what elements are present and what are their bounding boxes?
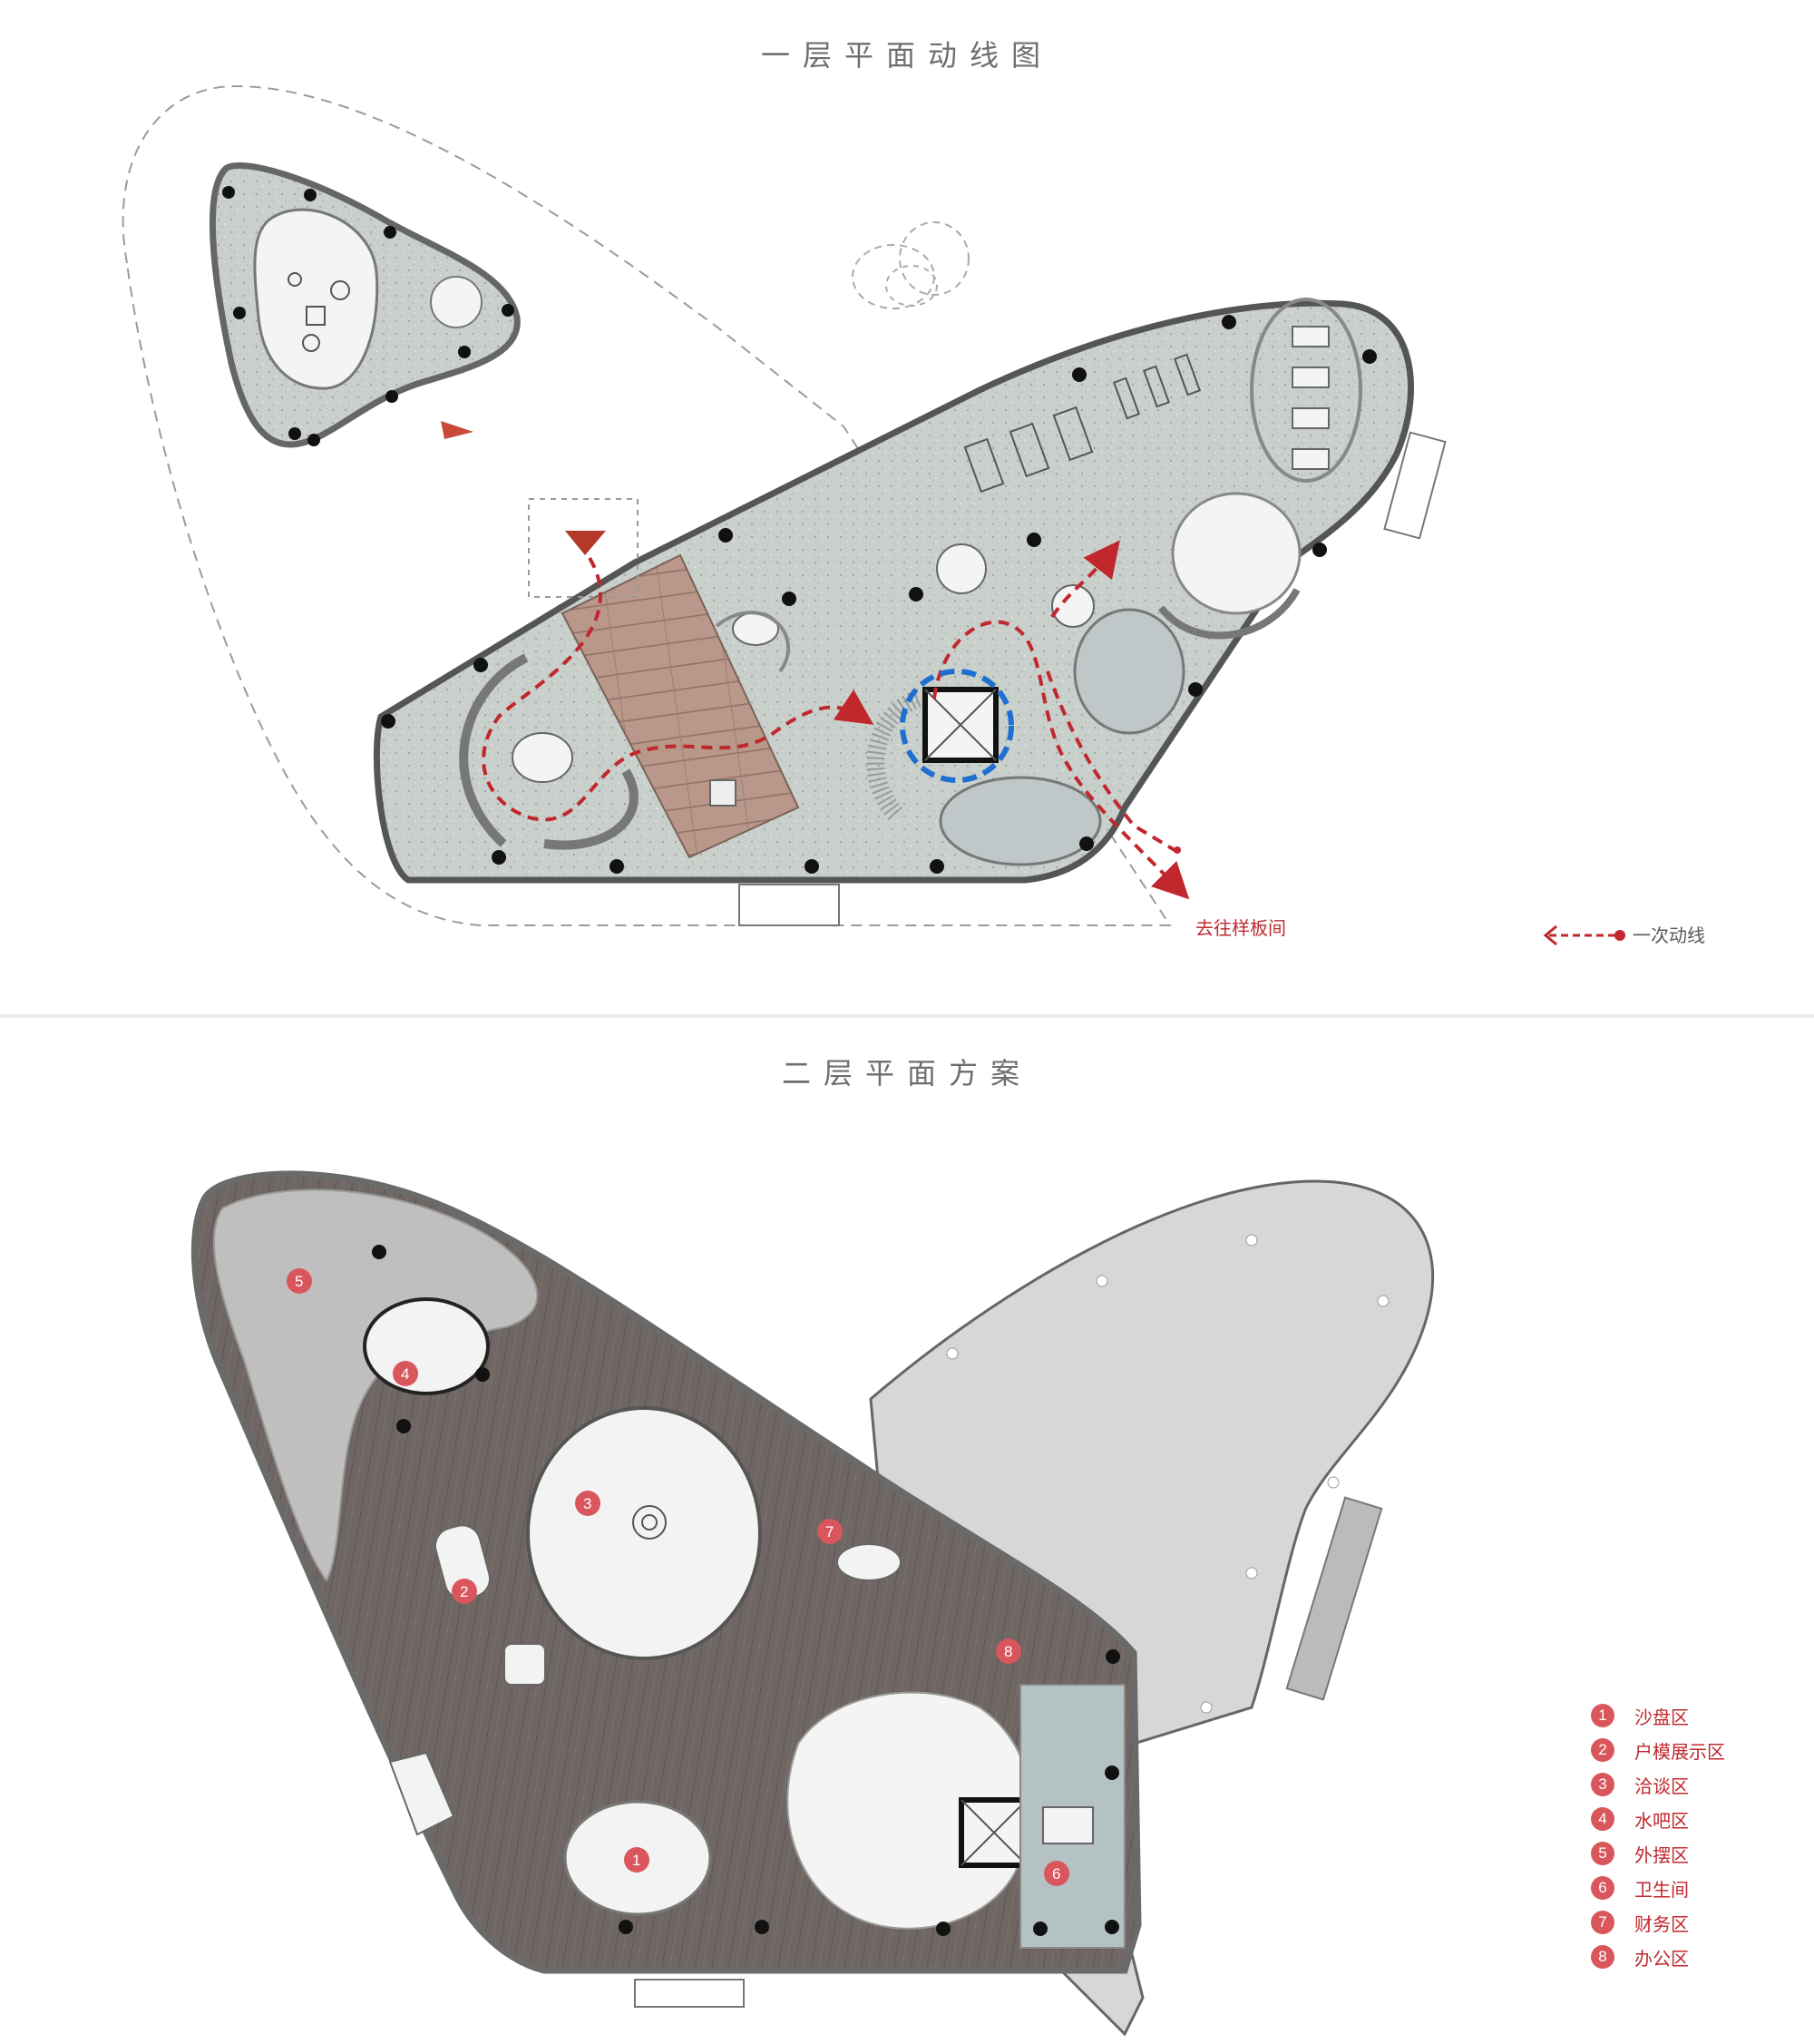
- legend-item-7: 7 财务区: [1591, 1905, 1809, 1940]
- exterior-stair: [1383, 431, 1447, 540]
- zone-marker-8: 8: [996, 1638, 1021, 1664]
- legend-label: 水吧区: [1634, 1811, 1689, 1832]
- roof-stair: [1285, 1496, 1383, 1701]
- site-boundary: [122, 84, 1172, 926]
- legend-item-1: 1 沙盘区: [1591, 1698, 1809, 1733]
- negotiation-room: [526, 1406, 762, 1660]
- legend-badge: 2: [1591, 1738, 1614, 1762]
- exterior-stair: [738, 884, 840, 926]
- flow-legend-key: 一次动线: [1543, 924, 1705, 946]
- zone-marker-7: 7: [817, 1519, 843, 1544]
- floor2-title: 二层平面方案: [781, 1056, 1032, 1090]
- legend-badge: 4: [1591, 1807, 1614, 1831]
- entrance-marker: [565, 531, 606, 555]
- panel-divider: [0, 1014, 1814, 1018]
- svg-text:8: 8: [1004, 1643, 1012, 1660]
- legend-badge: 5: [1591, 1842, 1614, 1865]
- planter-circle: [899, 221, 970, 296]
- zone-legend: 1 沙盘区 2 户模展示区 3 洽谈区 4 水吧区 5 外摆区 6 卫生间 7 财务区 8 办公区: [1591, 1698, 1809, 1974]
- zone-marker-1: 1: [624, 1847, 649, 1873]
- svg-text:6: 6: [1052, 1865, 1060, 1883]
- floor2-plan: 1 2 3 4 5 6 7 8: [190, 1170, 1435, 2037]
- floor2-panel: 二层平面方案: [0, 1018, 1814, 2044]
- zone-marker-3: 3: [575, 1491, 600, 1516]
- legend-label: 卫生间: [1634, 1880, 1689, 1901]
- legend-label: 洽谈区: [1634, 1776, 1689, 1797]
- svg-text:5: 5: [295, 1273, 303, 1290]
- entrance-marker: [441, 421, 473, 439]
- spiral-stair: [866, 689, 922, 824]
- circulation-path: [932, 620, 1190, 900]
- destination-label: 去往样板间: [1195, 918, 1286, 939]
- water-bar: [363, 1297, 490, 1395]
- svg-text:1: 1: [632, 1852, 640, 1869]
- zone-marker-2: 2: [452, 1579, 477, 1604]
- circulation-path: [1046, 670, 1181, 855]
- legend-item-8: 8 办公区: [1591, 1940, 1809, 1974]
- planter-circle: [885, 265, 938, 307]
- legend-badge: 1: [1591, 1704, 1614, 1727]
- legend-label: 外摆区: [1634, 1845, 1689, 1866]
- circulation-path: [1050, 540, 1120, 619]
- legend-label: 财务区: [1634, 1914, 1689, 1935]
- svg-text:4: 4: [401, 1365, 409, 1383]
- pavilion: [209, 162, 521, 448]
- legend-label: 办公区: [1634, 1949, 1689, 1970]
- legend-item-6: 6 卫生间: [1591, 1871, 1809, 1905]
- legend-label: 沙盘区: [1634, 1707, 1689, 1728]
- legend-item-3: 3 洽谈区: [1591, 1767, 1809, 1802]
- flow-legend-label: 一次动线: [1633, 925, 1705, 946]
- office-room: [939, 776, 1102, 866]
- svg-text:3: 3: [583, 1495, 591, 1512]
- legend-badge: 3: [1591, 1773, 1614, 1796]
- floor1-panel: 一层平面动线图: [0, 0, 1814, 1014]
- vip-room: [1073, 608, 1185, 735]
- floor1-plan: 去往样板间 一次动线: [122, 84, 1705, 946]
- svg-text:2: 2: [460, 1583, 468, 1600]
- main-building-floor1: [373, 298, 1414, 884]
- legend-label: 户模展示区: [1634, 1742, 1725, 1763]
- stair-bottom: [634, 1979, 745, 2008]
- legend-item-5: 5 外摆区: [1591, 1836, 1809, 1871]
- legend-badge: 6: [1591, 1876, 1614, 1900]
- legend-item-2: 2 户模展示区: [1591, 1733, 1809, 1767]
- legend-item-4: 4 水吧区: [1591, 1802, 1809, 1836]
- main-entrance: [528, 498, 639, 598]
- atrium-void: [786, 1691, 1032, 1930]
- finance-table: [836, 1543, 902, 1581]
- zone-marker-4: 4: [393, 1361, 418, 1386]
- svg-text:7: 7: [825, 1523, 834, 1540]
- meeting-room-round: [1171, 492, 1302, 615]
- legend-badge: 7: [1591, 1911, 1614, 1934]
- floor1-title: 一层平面动线图: [760, 38, 1053, 73]
- focus-circle: [900, 669, 1014, 783]
- reception-island: [512, 732, 573, 783]
- circulation-path: [482, 556, 874, 822]
- zone-marker-6: 6: [1044, 1861, 1069, 1886]
- conference-area: [1250, 298, 1362, 483]
- zone-marker-5: 5: [287, 1268, 312, 1294]
- wood-floor: [561, 553, 800, 859]
- model-box: [709, 779, 736, 807]
- legend-badge: 8: [1591, 1945, 1614, 1969]
